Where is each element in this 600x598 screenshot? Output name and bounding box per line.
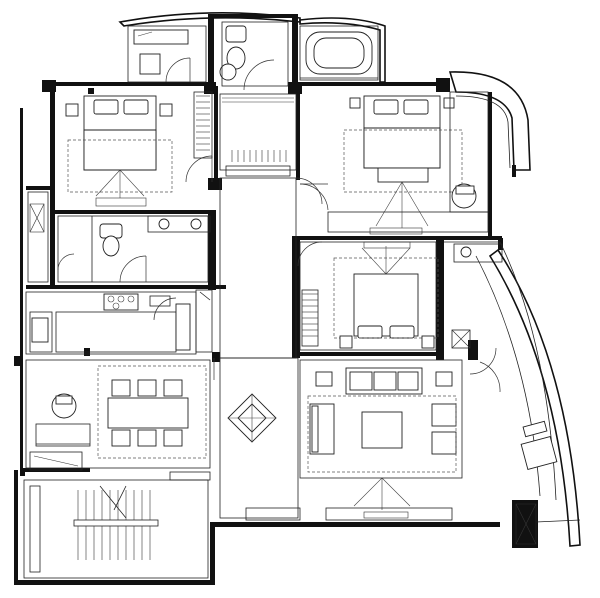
bedroom-master [299, 91, 489, 235]
chair [163, 429, 183, 447]
lounge-chair [520, 436, 558, 470]
stairwell [23, 479, 209, 579]
balcony-east [444, 241, 581, 545]
dining-room [25, 359, 211, 481]
bathroom-tub [299, 25, 379, 81]
study-north [127, 25, 207, 83]
chair [137, 379, 157, 397]
armchair [431, 403, 457, 427]
living-room [299, 359, 463, 521]
chair [139, 53, 161, 75]
chair [111, 379, 131, 397]
chair [111, 429, 131, 447]
toilet-north [219, 21, 289, 91]
kitchen [25, 289, 213, 355]
coffee-table [361, 411, 403, 449]
chair [137, 429, 157, 447]
bathroom-west [27, 191, 211, 283]
desk [133, 29, 189, 45]
bedroom-west [65, 95, 213, 207]
door-swings [213, 177, 497, 380]
sink [219, 63, 237, 81]
bedroom-middle [297, 241, 439, 351]
floor-medallion [227, 393, 277, 443]
chair [163, 379, 183, 397]
dining-table [107, 397, 189, 429]
foyer [219, 177, 301, 521]
sink [31, 317, 49, 343]
toilet [225, 25, 247, 43]
balcony-northeast [455, 95, 511, 169]
walk-in-closet [193, 91, 297, 177]
